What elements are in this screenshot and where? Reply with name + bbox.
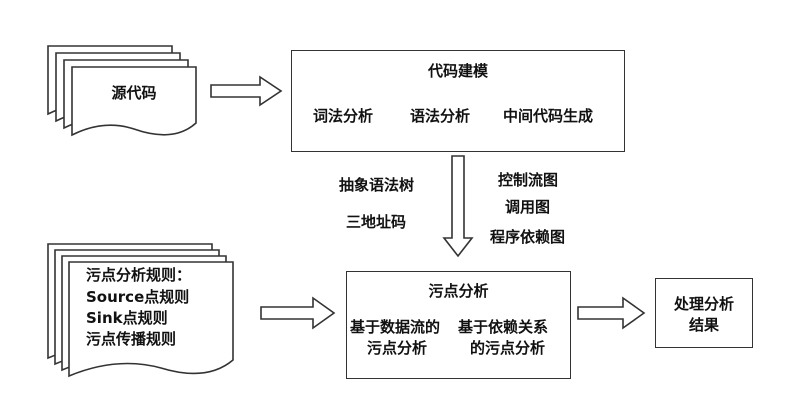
taint-rules-heading: 污点分析规则： xyxy=(86,266,192,284)
control-flow-graph-label: 控制流图 xyxy=(498,171,559,189)
source-code-document-stack xyxy=(47,45,197,137)
three-address-code-label: 三地址码 xyxy=(346,213,407,231)
sink-rule-label: Sink点规则 xyxy=(86,309,168,327)
arrow-rules-to-taint xyxy=(260,296,336,330)
arrow-taint-to-result xyxy=(577,296,646,330)
arrow-modeling-to-taint xyxy=(442,155,474,258)
result-line-2: 结果 xyxy=(688,316,719,334)
code-modeling-box xyxy=(291,50,625,152)
taint-rules-document-stack xyxy=(47,243,234,378)
code-modeling-title: 代码建模 xyxy=(427,62,488,80)
dataflow-taint-line-2: 污点分析 xyxy=(367,339,428,357)
propagation-rule-label: 污点传播规则 xyxy=(86,330,177,348)
dependency-taint-line-2: 的污点分析 xyxy=(470,339,546,357)
lexical-analysis-label: 词法分析 xyxy=(313,107,374,125)
program-dependence-graph-label: 程序依赖图 xyxy=(490,228,566,246)
result-line-1: 处理分析 xyxy=(673,295,734,313)
taint-analysis-box xyxy=(346,271,571,379)
syntax-analysis-label: 语法分析 xyxy=(410,107,471,125)
result-box xyxy=(655,278,753,348)
call-graph-label: 调用图 xyxy=(505,198,551,216)
ast-label: 抽象语法树 xyxy=(339,176,415,194)
dataflow-taint-line-1: 基于数据流的 xyxy=(350,318,441,336)
source-rule-label: Source点规则 xyxy=(86,288,190,306)
arrow-source-to-modeling xyxy=(210,75,283,107)
source-code-label: 源代码 xyxy=(111,84,157,102)
intermediate-code-generation-label: 中间代码生成 xyxy=(503,107,594,125)
dependency-taint-line-1: 基于依赖关系 xyxy=(458,318,549,336)
taint-analysis-title: 污点分析 xyxy=(428,282,489,300)
